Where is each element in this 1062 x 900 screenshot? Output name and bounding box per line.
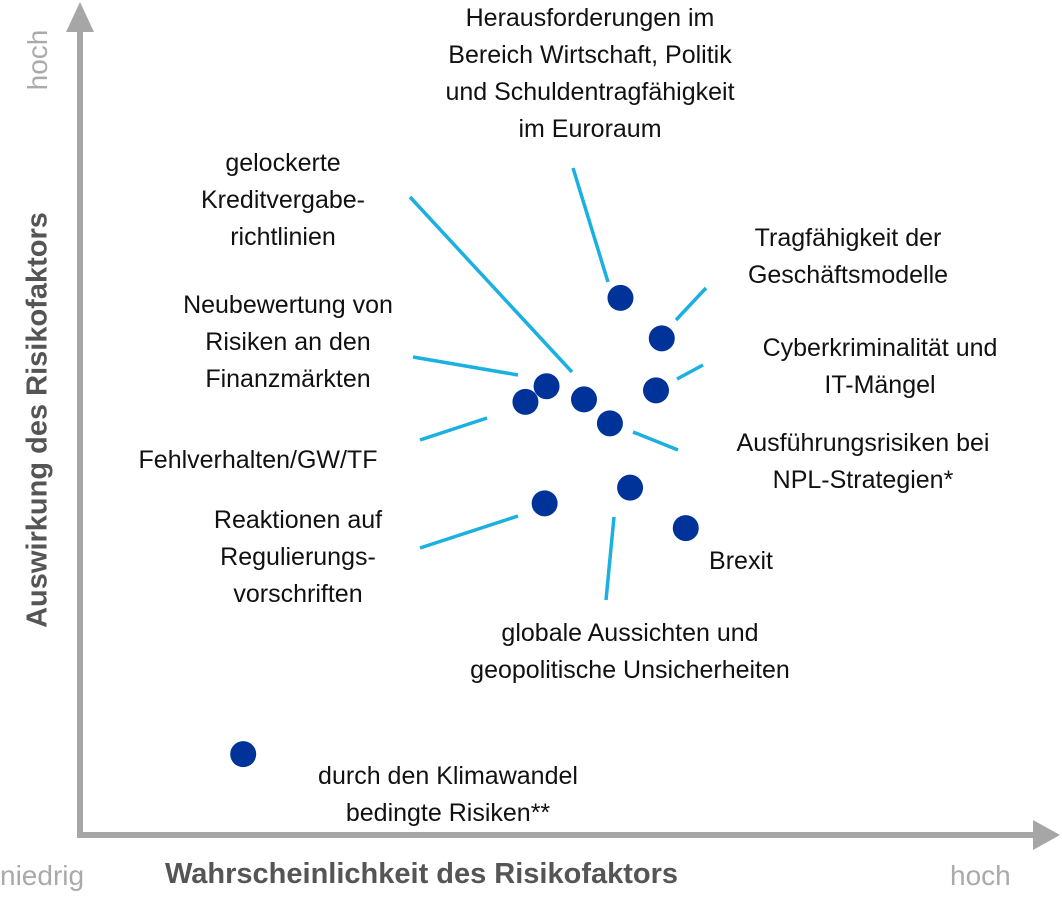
y-axis-title: Auswirkung des Risikofaktors <box>21 212 54 628</box>
x-high-label: hoch <box>950 860 1011 891</box>
data-point <box>512 388 539 415</box>
point-label: gelockerte Kreditvergabe- richtlinien <box>201 149 365 251</box>
leader-line <box>674 286 708 322</box>
point-label: Cyberkriminalität und IT-Mängel <box>762 334 998 399</box>
data-point <box>672 515 699 542</box>
data-point <box>230 741 257 768</box>
data-point <box>596 410 623 437</box>
y-axis-arrow <box>66 2 94 32</box>
x-axis-arrow <box>1033 820 1060 850</box>
y-high-label: hoch <box>22 29 53 91</box>
leader-line <box>571 167 610 283</box>
point-label: globale Aussichten und geopolitische Uns… <box>470 619 790 684</box>
data-point <box>648 325 675 352</box>
leader-line <box>604 516 616 601</box>
point-label: durch den Klimawandel bedingte Risiken** <box>318 762 578 827</box>
data-point <box>607 284 634 311</box>
data-point <box>531 490 558 517</box>
data-point <box>643 377 669 404</box>
leader-line <box>408 195 574 374</box>
point-label: Tragfähigkeit der Geschäftsmodelle <box>747 224 949 289</box>
leader-line <box>412 355 519 377</box>
leader-line <box>632 430 679 452</box>
x-axis-title: Wahrscheinlichkeit des Risikofaktors <box>165 858 679 890</box>
leader-line <box>419 514 519 550</box>
data-point <box>617 474 644 501</box>
leader-line <box>676 363 704 381</box>
data-point <box>533 373 560 400</box>
point-label: Ausführungsrisiken bei NPL-Strategien* <box>736 429 990 494</box>
point-label: Fehlverhalten/GW/TF <box>138 446 378 474</box>
point-label: Brexit <box>709 547 773 575</box>
point-label: Herausforderungen im Bereich Wirtschaft,… <box>445 4 735 143</box>
leader-line <box>419 416 488 442</box>
x-low-label: niedrig <box>0 860 85 891</box>
point-label: Reaktionen auf Regulierungs- vorschrifte… <box>213 506 383 608</box>
data-point <box>571 386 597 413</box>
point-label: Neubewertung von Risiken an den Finanzmä… <box>183 291 393 393</box>
